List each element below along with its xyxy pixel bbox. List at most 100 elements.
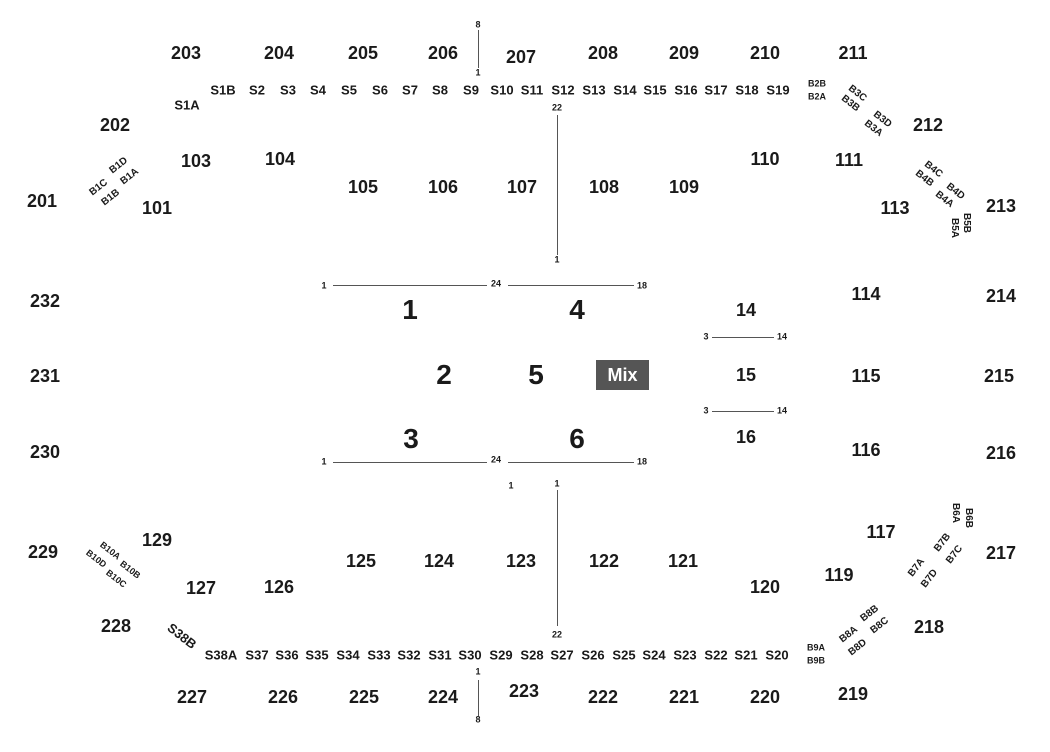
floor-section-14[interactable]: 14 [735, 300, 757, 320]
suite-s14[interactable]: S14 [613, 82, 637, 98]
suite-s18[interactable]: S18 [735, 82, 759, 98]
suite-s24[interactable]: S24 [642, 647, 666, 663]
suite-s29[interactable]: S29 [489, 647, 513, 663]
suite-s16[interactable]: S16 [674, 82, 698, 98]
section-115[interactable]: 115 [851, 366, 881, 386]
box-b8c[interactable]: B8C [868, 615, 891, 637]
section-107[interactable]: 107 [506, 177, 538, 197]
section-229[interactable]: 229 [27, 542, 59, 562]
suite-s33[interactable]: S33 [367, 647, 391, 663]
suite-s8[interactable]: S8 [432, 82, 448, 98]
section-122[interactable]: 122 [588, 551, 620, 571]
suite-s23[interactable]: S23 [673, 647, 697, 663]
section-217[interactable]: 217 [985, 543, 1017, 563]
suite-s21[interactable]: S21 [734, 647, 758, 663]
suite-s2[interactable]: S2 [249, 82, 265, 98]
suite-s37[interactable]: S37 [245, 647, 269, 663]
suite-s10[interactable]: S10 [490, 82, 514, 98]
suite-s28[interactable]: S28 [520, 647, 544, 663]
suite-s1a[interactable]: S1A [174, 97, 200, 113]
suite-s26[interactable]: S26 [581, 647, 605, 663]
section-116[interactable]: 116 [851, 440, 881, 460]
section-222[interactable]: 222 [587, 687, 619, 707]
section-232[interactable]: 232 [29, 291, 61, 311]
section-225[interactable]: 225 [348, 687, 380, 707]
section-127[interactable]: 127 [185, 578, 217, 598]
section-120[interactable]: 120 [749, 577, 781, 597]
suite-s32[interactable]: S32 [397, 647, 421, 663]
section-216[interactable]: 216 [985, 443, 1017, 463]
box-b1a[interactable]: B1A [118, 166, 141, 188]
section-221[interactable]: 221 [668, 687, 700, 707]
box-b7d[interactable]: B7D [919, 567, 941, 590]
section-209[interactable]: 209 [668, 43, 700, 63]
section-101[interactable]: 101 [141, 198, 173, 218]
suite-s3[interactable]: S3 [280, 82, 296, 98]
suite-s36[interactable]: S36 [275, 647, 299, 663]
suite-s6[interactable]: S6 [372, 82, 388, 98]
section-126[interactable]: 126 [263, 577, 295, 597]
section-106[interactable]: 106 [427, 177, 459, 197]
section-230[interactable]: 230 [29, 442, 61, 462]
section-108[interactable]: 108 [588, 177, 620, 197]
section-113[interactable]: 113 [880, 198, 910, 218]
section-119[interactable]: 119 [824, 565, 854, 585]
box-b7c[interactable]: B7C [944, 543, 966, 566]
section-212[interactable]: 212 [912, 115, 944, 135]
box-b8d[interactable]: B8D [846, 637, 869, 659]
section-203[interactable]: 203 [170, 43, 202, 63]
suite-s19[interactable]: S19 [766, 82, 790, 98]
box-b5b[interactable]: B5B [961, 212, 972, 234]
floor-section-3[interactable]: 3 [403, 423, 419, 454]
section-205[interactable]: 205 [347, 43, 379, 63]
section-129[interactable]: 129 [141, 530, 173, 550]
section-201[interactable]: 201 [26, 191, 58, 211]
suite-s9[interactable]: S9 [463, 82, 479, 98]
box-b5a[interactable]: B5A [949, 217, 960, 239]
section-103[interactable]: 103 [180, 151, 212, 171]
suite-s1b[interactable]: S1B [210, 82, 236, 98]
section-213[interactable]: 213 [985, 196, 1017, 216]
suite-s5[interactable]: S5 [341, 82, 357, 98]
floor-section-1[interactable]: 1 [402, 294, 418, 325]
suite-s34[interactable]: S34 [336, 647, 360, 663]
floor-section-4[interactable]: 4 [569, 294, 585, 325]
box-b6b[interactable]: B6B [963, 507, 974, 529]
suite-s15[interactable]: S15 [643, 82, 667, 98]
section-226[interactable]: 226 [267, 687, 299, 707]
suite-s11[interactable]: S11 [520, 82, 544, 98]
section-105[interactable]: 105 [347, 177, 379, 197]
box-b9a[interactable]: B9A [806, 642, 826, 653]
section-123[interactable]: 123 [505, 551, 537, 571]
section-214[interactable]: 214 [985, 286, 1017, 306]
suite-s27[interactable]: S27 [550, 647, 574, 663]
box-b9b[interactable]: B9B [806, 655, 826, 666]
section-210[interactable]: 210 [749, 43, 781, 63]
section-111[interactable]: 111 [834, 150, 864, 170]
floor-section-2[interactable]: 2 [436, 359, 452, 390]
box-b2a[interactable]: B2A [807, 91, 827, 102]
suite-s35[interactable]: S35 [305, 647, 329, 663]
section-211[interactable]: 211 [838, 43, 868, 63]
section-224[interactable]: 224 [427, 687, 459, 707]
suite-s4[interactable]: S4 [310, 82, 326, 98]
box-b2b[interactable]: B2B [807, 78, 827, 89]
section-207[interactable]: 207 [505, 47, 537, 67]
section-206[interactable]: 206 [427, 43, 459, 63]
section-104[interactable]: 104 [264, 149, 296, 169]
suite-s7[interactable]: S7 [402, 82, 418, 98]
section-208[interactable]: 208 [587, 43, 619, 63]
section-228[interactable]: 228 [100, 616, 132, 636]
section-215[interactable]: 215 [983, 366, 1015, 386]
suite-s38a[interactable]: S38A [204, 647, 238, 663]
suite-s17[interactable]: S17 [704, 82, 728, 98]
suite-s22[interactable]: S22 [704, 647, 728, 663]
section-231[interactable]: 231 [29, 366, 61, 386]
section-223[interactable]: 223 [508, 681, 540, 701]
suite-s12[interactable]: S12 [551, 82, 575, 98]
floor-section-16[interactable]: 16 [735, 427, 757, 447]
suite-s31[interactable]: S31 [428, 647, 452, 663]
suite-s20[interactable]: S20 [765, 647, 789, 663]
section-117[interactable]: 117 [866, 522, 896, 542]
section-121[interactable]: 121 [667, 551, 699, 571]
